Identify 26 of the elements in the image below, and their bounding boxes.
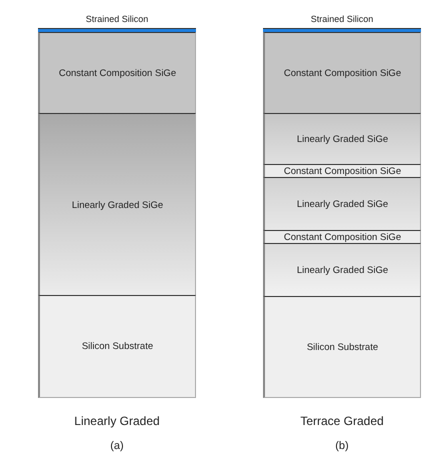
layer-label: Strained Silicon [310, 14, 374, 24]
layer-label: Silicon Substrate [306, 342, 378, 352]
layer-label: Linearly Graded SiGe [296, 134, 388, 145]
layer-label: Linearly Graded SiGe [296, 199, 388, 210]
layer-label: Silicon Substrate [82, 341, 154, 352]
caption: Linearly Graded [73, 414, 161, 428]
caption: (b) [334, 440, 350, 452]
caption: Terrace Graded [299, 414, 385, 428]
layer-label: Strained Silicon [84, 14, 150, 24]
layer-label: Linearly Graded SiGe [72, 200, 164, 210]
layer-label: Constant Composition SiGe [58, 68, 176, 79]
layer-band [263, 32, 421, 114]
layer-band [263, 230, 421, 244]
caption: (a) [109, 440, 125, 452]
layer-label: Constant Composition SiGe [284, 166, 402, 177]
layer-label: Constant Composition SiGe [284, 68, 402, 79]
layer-band [263, 243, 421, 297]
layer-band [263, 113, 421, 165]
layer-band [263, 164, 421, 178]
layer-band [263, 177, 421, 231]
layer-band [263, 296, 421, 398]
layer-label: Constant Composition SiGe [284, 232, 402, 243]
layer-band [38, 295, 196, 398]
layer-band [38, 32, 196, 114]
layer-label: Linearly Graded SiGe [296, 265, 388, 276]
layer-band [38, 113, 196, 296]
